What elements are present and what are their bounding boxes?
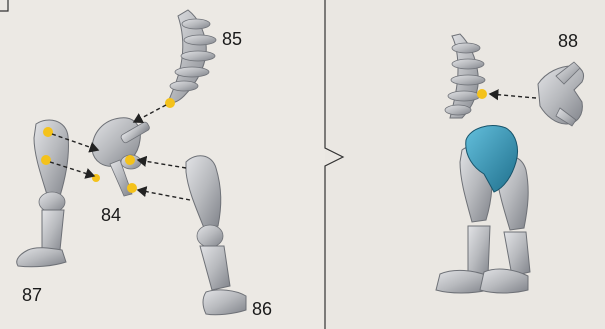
step-number-84: 84 bbox=[101, 206, 121, 224]
step-number-86: 86 bbox=[252, 300, 272, 318]
connector-dot-icon bbox=[165, 98, 175, 108]
connector-dot-icon bbox=[125, 155, 135, 165]
connector-dot-icon bbox=[127, 183, 137, 193]
connector-dot-icon bbox=[43, 127, 53, 137]
step-number-85: 85 bbox=[222, 30, 242, 48]
step-number-87: 87 bbox=[22, 286, 42, 304]
connector-dot-icon bbox=[477, 89, 487, 99]
connector-dot-icon bbox=[41, 155, 51, 165]
step-number-88: 88 bbox=[558, 32, 578, 50]
